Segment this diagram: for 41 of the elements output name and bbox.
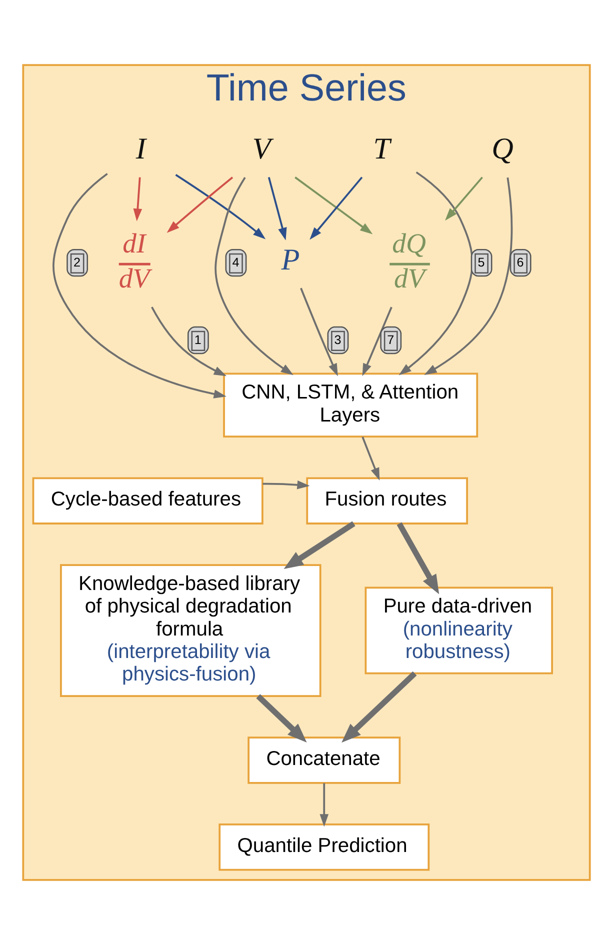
arrow bbox=[310, 176, 363, 240]
arrow bbox=[294, 176, 373, 234]
edge-label: 6 bbox=[516, 255, 524, 270]
arrow bbox=[166, 176, 234, 232]
arrow bbox=[133, 176, 142, 221]
arrow bbox=[256, 694, 307, 742]
edge-label: 4 bbox=[232, 255, 240, 270]
arrow bbox=[362, 306, 392, 376]
node-box: Quantile Prediction bbox=[218, 823, 430, 870]
arrow bbox=[268, 176, 287, 240]
arrow bbox=[262, 480, 310, 489]
edge-label: 2 bbox=[74, 255, 81, 270]
arrow bbox=[151, 306, 227, 376]
node-text: dQ dV bbox=[392, 226, 426, 294]
node-text: Q bbox=[492, 131, 514, 166]
node-box: CNN, LSTM, & Attention Layers bbox=[223, 372, 478, 438]
node-text: I bbox=[136, 131, 146, 166]
arrow bbox=[175, 174, 266, 239]
node-box: Pure data-driven (nonlinearity robustness) bbox=[364, 586, 554, 674]
arrow bbox=[445, 176, 483, 220]
edge-label: 3 bbox=[334, 332, 342, 347]
arrow bbox=[320, 782, 329, 826]
node-box: Cycle-based features bbox=[32, 476, 264, 524]
arrow bbox=[424, 176, 513, 374]
node-box: Concatenate bbox=[248, 736, 401, 784]
arrow bbox=[396, 522, 440, 594]
node-box: Knowledge-based library of physical degradation formula (interpretability via physics-fusion) bbox=[60, 564, 322, 696]
arrow bbox=[52, 172, 226, 398]
edge-label: 7 bbox=[387, 332, 394, 347]
arrow bbox=[284, 520, 356, 568]
arrow bbox=[300, 287, 338, 376]
node-text: P bbox=[281, 242, 300, 276]
edge-label: 1 bbox=[194, 332, 202, 347]
node-text: dI dV bbox=[118, 226, 150, 294]
node-text: T bbox=[373, 131, 390, 166]
node-box: Fusion routes bbox=[306, 476, 468, 524]
arrow bbox=[214, 176, 294, 375]
edge-label: 5 bbox=[478, 255, 485, 270]
arrow bbox=[398, 170, 474, 375]
arrow bbox=[362, 436, 380, 480]
arrow bbox=[342, 670, 417, 742]
